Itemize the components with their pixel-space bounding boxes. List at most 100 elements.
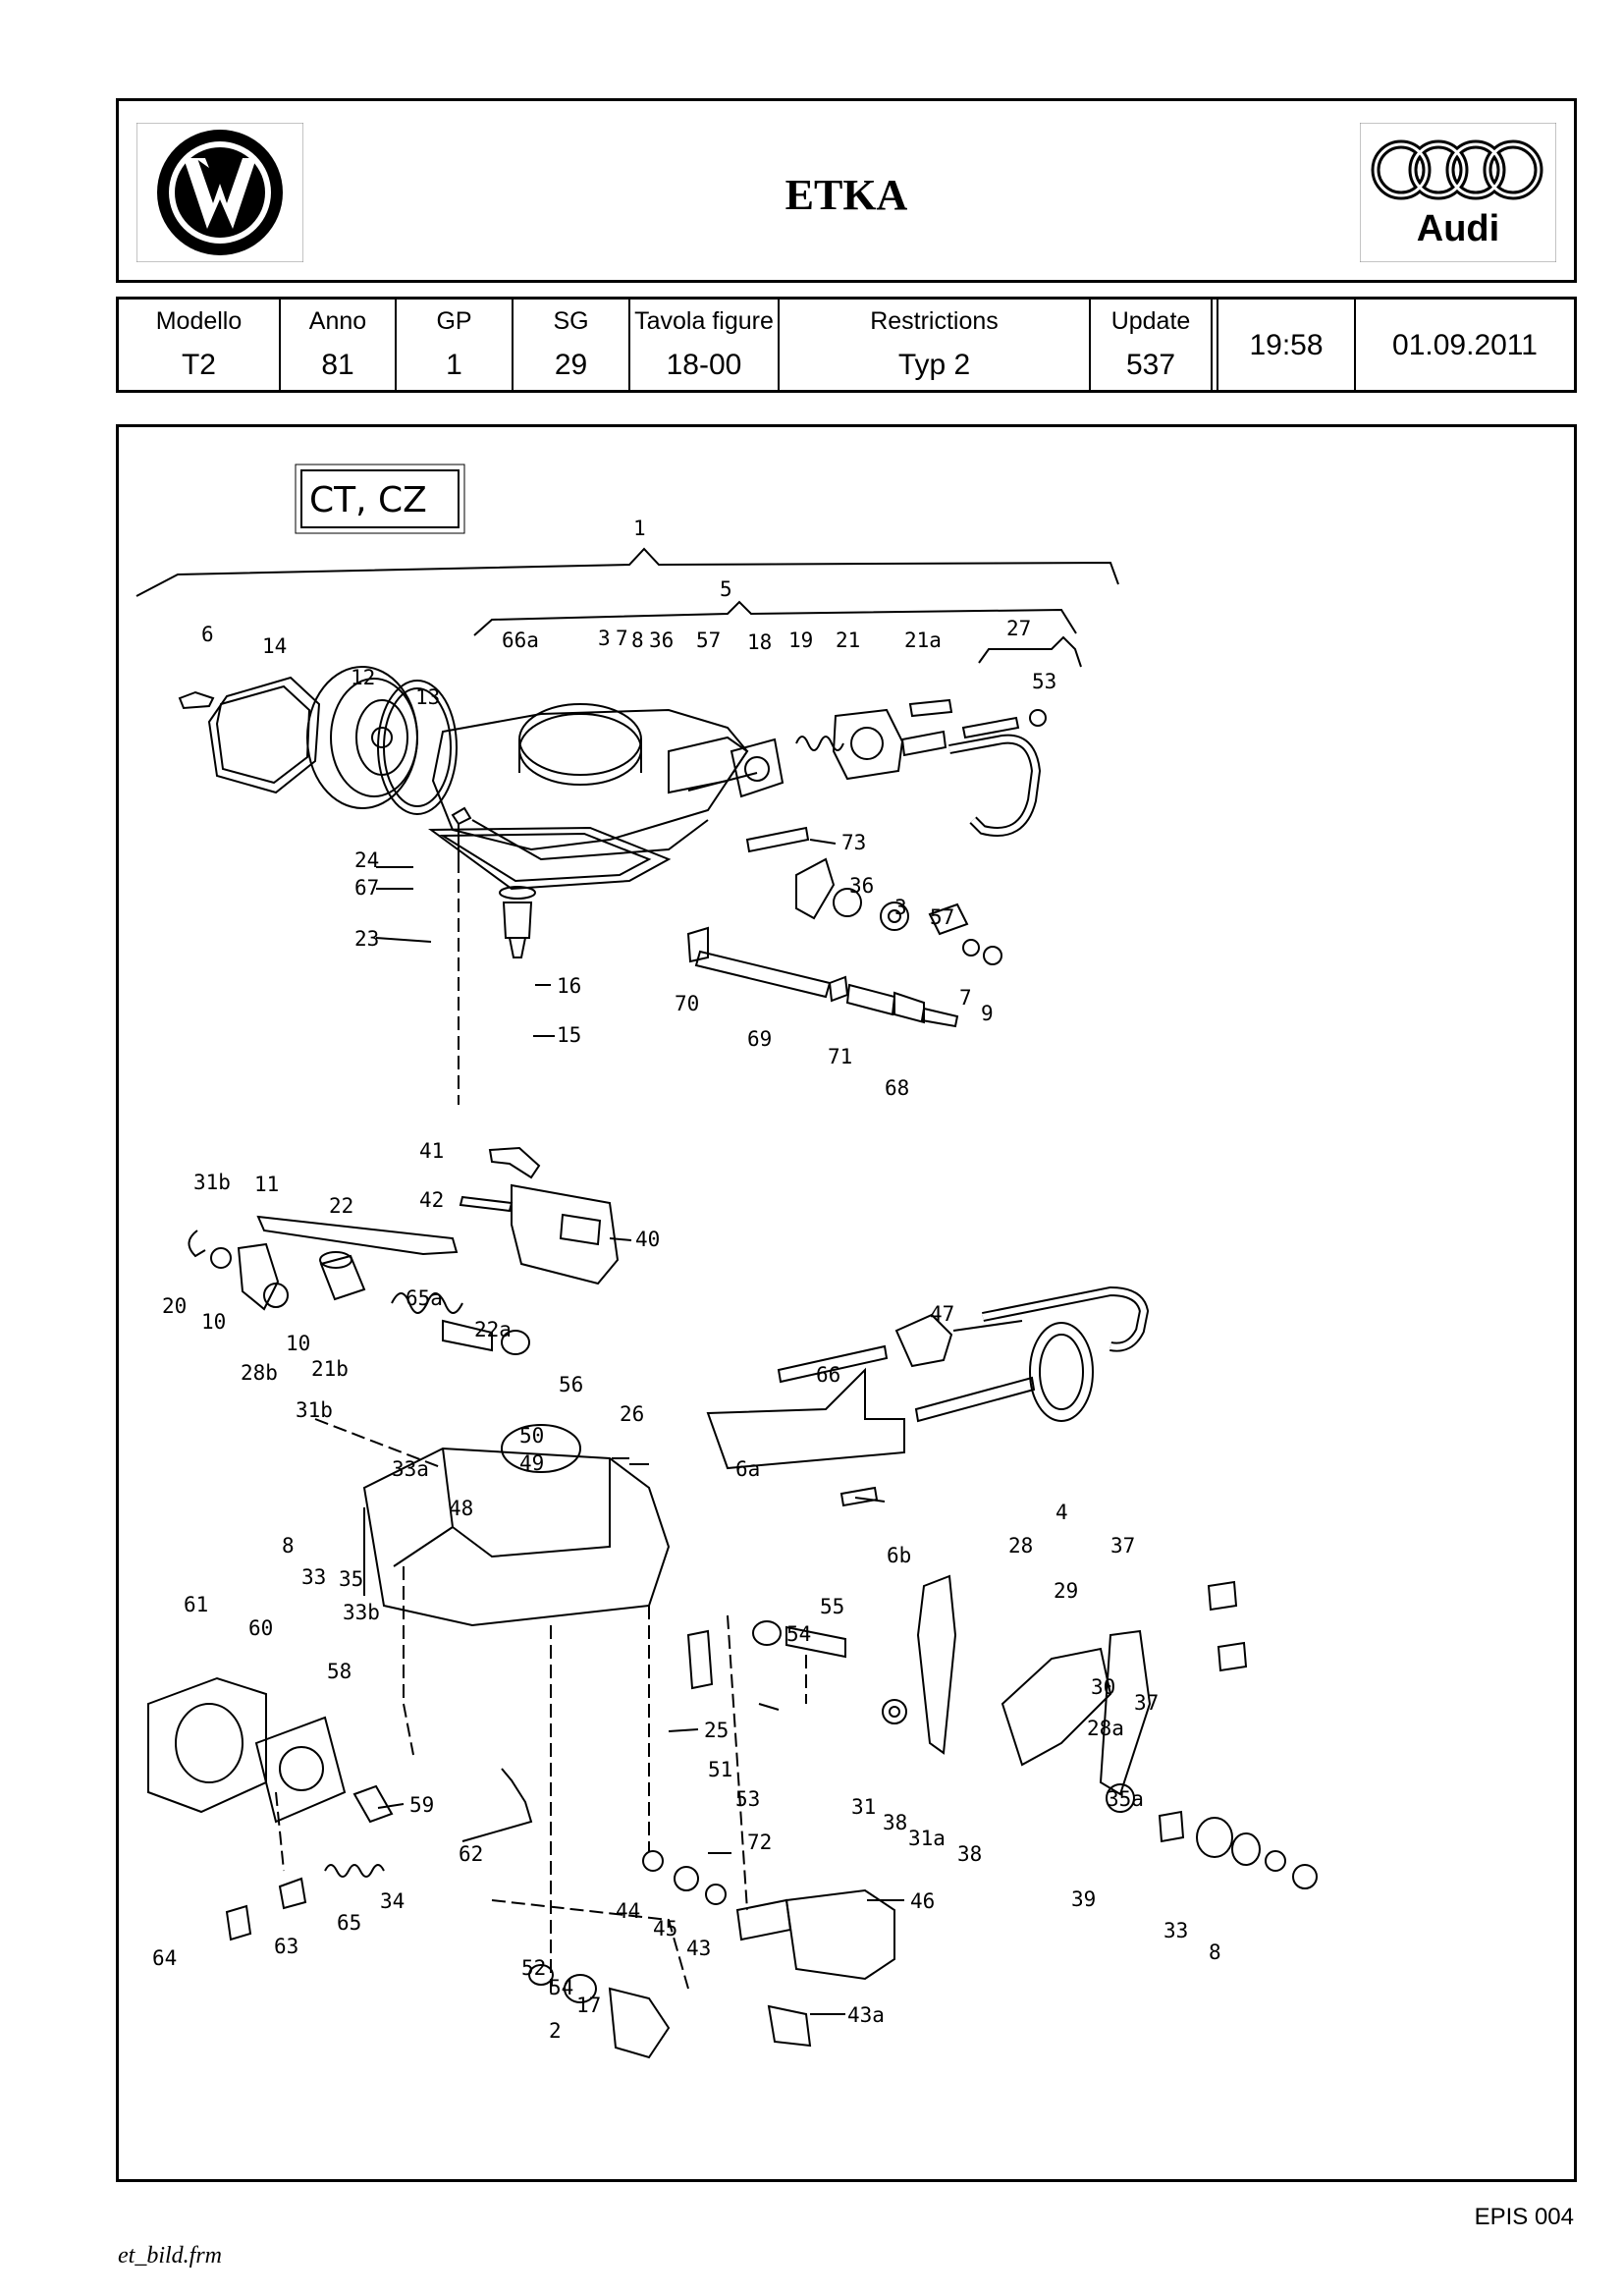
part-label: 50: [519, 1424, 544, 1448]
part-label: 64: [152, 1946, 177, 1970]
part-label: 33: [301, 1565, 326, 1589]
part-label: 73: [841, 831, 866, 854]
part-label: 65a: [406, 1286, 443, 1310]
part-label: 17: [576, 1994, 601, 2017]
part-label: 45: [653, 1917, 677, 1941]
part-label: 53: [735, 1787, 760, 1811]
modello-label: Modello: [155, 307, 243, 335]
gp-label: GP: [436, 307, 472, 335]
part-label: 61: [184, 1593, 208, 1616]
part-label: 55: [820, 1595, 844, 1618]
part-label: 10: [286, 1332, 310, 1355]
part-label: 1: [633, 517, 646, 540]
part-label: 59: [409, 1793, 434, 1817]
part-label: 3: [894, 896, 907, 919]
part-label: 30: [1091, 1675, 1115, 1699]
anno-cell: Anno 81: [281, 300, 397, 390]
tavola-label: Tavola figure: [634, 307, 774, 335]
part-label: 60: [248, 1616, 273, 1640]
part-label: 72: [747, 1831, 772, 1854]
part-label: 44: [616, 1899, 640, 1923]
divider-double: [1213, 300, 1218, 390]
time-value: 19:58: [1249, 329, 1324, 361]
part-label: 18: [747, 630, 772, 654]
part-label: 49: [519, 1451, 544, 1475]
part-label: 31: [851, 1795, 876, 1819]
part-label: 27: [1006, 617, 1031, 640]
part-label: 21b: [311, 1357, 349, 1381]
part-label: 7: [959, 986, 972, 1010]
part-label: 3: [598, 627, 611, 650]
part-label: 21a: [904, 629, 942, 652]
modello-value: T2: [181, 349, 216, 381]
part-label: 8: [1209, 1941, 1221, 1964]
page-title: ETKA: [784, 171, 908, 219]
gp-value: 1: [446, 349, 462, 381]
part-label: 53: [1032, 670, 1056, 693]
part-label: 6a: [735, 1457, 760, 1481]
part-label: 6b: [887, 1544, 911, 1567]
part-label: 2: [549, 2019, 562, 2043]
part-label: 20: [162, 1294, 187, 1318]
part-label: 35: [339, 1567, 363, 1591]
part-label: 43a: [847, 2003, 885, 2027]
part-label: 48: [449, 1497, 473, 1520]
part-label: 33: [1163, 1919, 1188, 1942]
part-label: 8: [282, 1534, 295, 1558]
carburetor-exploded-view: CT, CZ 1 5 6 14 12 13 66a 3 7 8 36 57 18…: [135, 464, 1318, 2059]
part-label: 33b: [343, 1601, 380, 1624]
part-label: 42: [419, 1188, 444, 1212]
part-label: 15: [557, 1023, 581, 1047]
anno-label: Anno: [308, 307, 367, 335]
part-label: 37: [1110, 1534, 1135, 1558]
part-label: 34: [380, 1889, 405, 1913]
restrictions-cell: Restrictions Typ 2: [780, 300, 1091, 390]
part-label: 10: [201, 1310, 226, 1334]
part-label: 66a: [502, 629, 539, 652]
part-label: 28: [1008, 1534, 1033, 1558]
part-label: 31b: [193, 1171, 231, 1194]
part-label: 36: [849, 874, 874, 898]
sg-label: SG: [553, 307, 589, 335]
audi-logo: Audi: [1360, 123, 1556, 262]
anno-value: 81: [321, 349, 354, 381]
part-label: 65: [337, 1911, 361, 1935]
part-label: 39: [1071, 1887, 1096, 1911]
restrictions-label: Restrictions: [870, 307, 999, 335]
part-label: 22a: [474, 1318, 512, 1341]
update-cell: Update 537: [1091, 300, 1213, 390]
part-label: 4: [1055, 1501, 1068, 1524]
part-label: 8: [631, 629, 644, 652]
part-label: 43: [686, 1937, 711, 1960]
part-label: 57: [696, 629, 721, 652]
part-label: 28b: [241, 1361, 278, 1385]
part-label: 21: [836, 629, 860, 652]
footer-filename: et_bild.frm: [118, 2243, 222, 2269]
part-label: 35a: [1107, 1787, 1144, 1811]
part-label: 68: [885, 1076, 909, 1100]
part-label: 28a: [1087, 1717, 1124, 1740]
part-label: 36: [649, 629, 674, 652]
time-cell: 19:58: [1218, 300, 1356, 390]
part-label: 57: [930, 905, 954, 929]
date-value: 01.09.2011: [1392, 329, 1538, 361]
part-label: 38: [957, 1842, 982, 1866]
part-label: 31a: [908, 1827, 946, 1850]
part-label: 5: [720, 577, 732, 601]
part-label: 51: [708, 1758, 732, 1781]
part-label: 71: [828, 1045, 852, 1068]
document-code: EPIS 004: [1474, 2204, 1574, 2230]
tavola-value: 18-00: [666, 349, 742, 381]
part-label: 41: [419, 1139, 444, 1163]
part-label: 56: [559, 1373, 583, 1396]
part-label: 6: [201, 623, 214, 646]
part-label: 38: [883, 1811, 907, 1834]
part-label: 46: [910, 1889, 935, 1913]
header-box: ETKA Audi: [116, 98, 1577, 283]
part-label: 37: [1134, 1691, 1159, 1715]
part-label: 52: [521, 1956, 546, 1980]
sg-value: 29: [554, 349, 588, 381]
drawing-labels: CT, CZ 1 5 6 14 12 13 66a 3 7 8 36 57 18…: [152, 480, 1221, 2043]
part-label: 14: [262, 634, 287, 658]
part-label: 54: [786, 1622, 811, 1646]
